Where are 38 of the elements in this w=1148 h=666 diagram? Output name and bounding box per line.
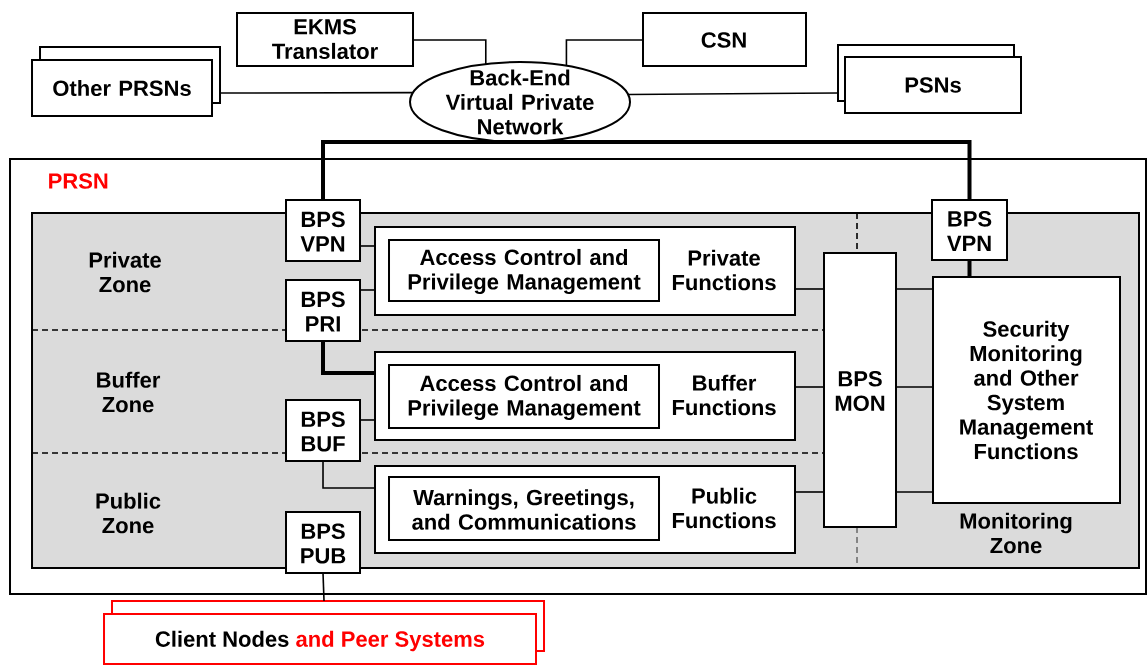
- client-box: Client Nodes and Peer Systems: [103, 600, 545, 665]
- network-box: EKMS Translator: [236, 12, 414, 67]
- zone-label: Monitoring Zone: [960, 512, 1072, 554]
- connector: [627, 92, 839, 96]
- connector: [321, 341, 375, 375]
- connector: [794, 386, 825, 388]
- bps-box: BPS PRI: [285, 279, 361, 342]
- network-box: CSN: [642, 12, 807, 67]
- connector: [967, 260, 972, 277]
- connector: [359, 419, 376, 421]
- connector: [359, 289, 376, 291]
- zone-label: Public Zone: [96, 492, 161, 534]
- connector: [895, 288, 934, 290]
- connector: [895, 491, 934, 493]
- bps-box: BPS BUF: [285, 399, 361, 462]
- connector: [520, 140, 972, 200]
- connector: [565, 39, 644, 67]
- connector: [895, 386, 934, 388]
- network-box: Other PRSNs: [31, 46, 221, 117]
- network-box: PSNs: [837, 44, 1022, 114]
- connector: [322, 460, 376, 489]
- bps-box: BPS PUB: [285, 511, 361, 574]
- subfunction-box: Access Control and Privilege Management: [388, 364, 660, 429]
- connector: [322, 572, 325, 602]
- bps-box: BPS VPN: [931, 199, 1008, 261]
- subfunction-box: Warnings, Greetings, and Communications: [388, 476, 660, 541]
- bps-box: BPS MON: [823, 252, 897, 528]
- zone-label: Private Zone: [89, 251, 161, 293]
- bps-box: BPS VPN: [285, 199, 361, 262]
- connector: [412, 39, 487, 65]
- connector: [794, 491, 825, 493]
- monitoring-box: Security Monitoring and Other System Management Functions: [932, 276, 1121, 504]
- connector: [219, 91, 414, 94]
- connector: [321, 140, 520, 200]
- subfunction-box: Access Control and Privilege Management: [388, 239, 660, 302]
- connector: [359, 245, 376, 247]
- zone-label: Buffer Zone: [97, 371, 161, 413]
- connector: [794, 288, 825, 290]
